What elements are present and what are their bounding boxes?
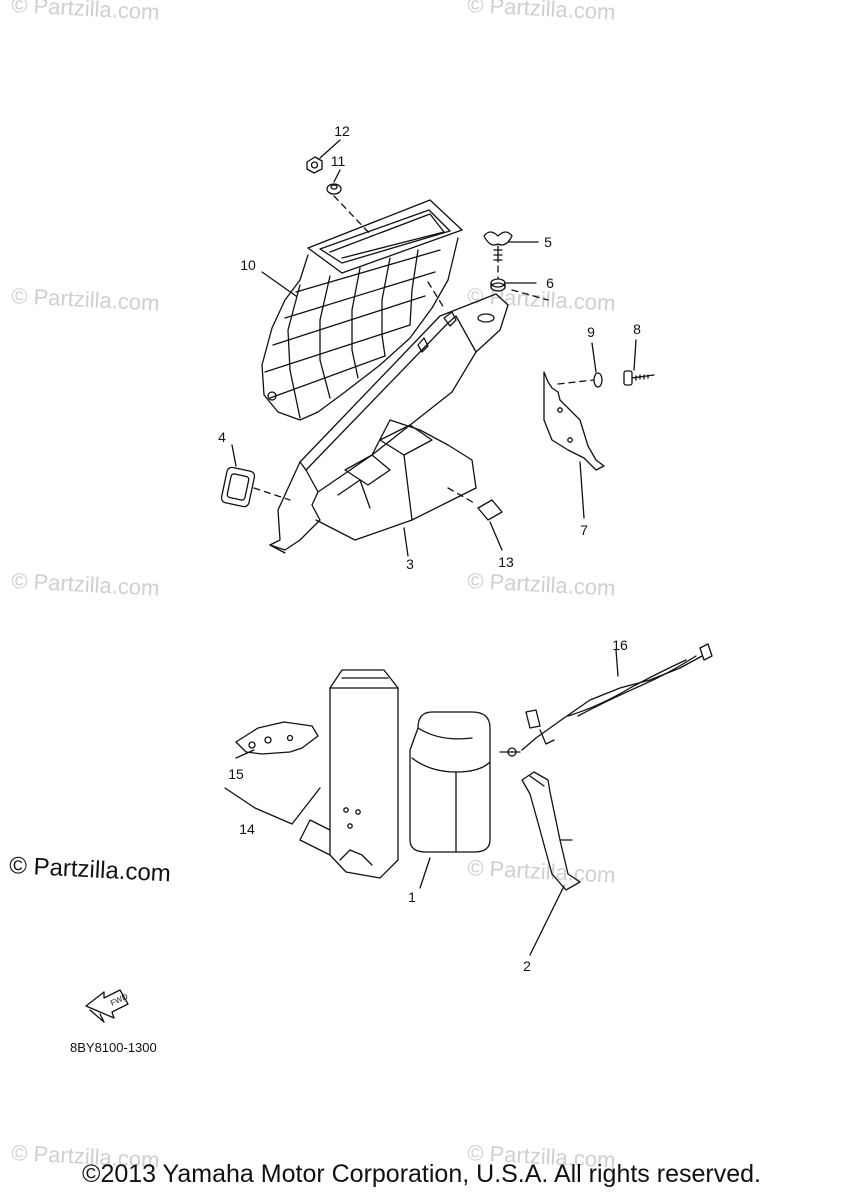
part-15-plate: [235, 721, 319, 755]
part-13-damper: [477, 499, 503, 521]
part-5-wing-bolt: [483, 231, 513, 263]
leader-lines: [224, 139, 637, 956]
callout-3: 3: [406, 556, 414, 572]
part-2-band: [521, 771, 581, 891]
callout-4: 4: [218, 429, 226, 445]
callout-5: 5: [544, 234, 552, 250]
callout-7: 7: [580, 522, 588, 538]
part-7-bracket: [543, 371, 605, 471]
drawing-code: 8BY8100-1300: [70, 1040, 157, 1055]
callout-16: 16: [612, 637, 628, 653]
callout-1: 1: [408, 889, 416, 905]
part-9-washer: [593, 372, 603, 388]
fwd-arrow: [85, 989, 129, 1023]
callout-9: 9: [587, 324, 595, 340]
callout-10: 10: [240, 257, 256, 273]
callout-13: 13: [498, 554, 514, 570]
part-16-cable: [499, 643, 713, 757]
part-6-collar: [490, 278, 506, 292]
callout-12: 12: [334, 123, 350, 139]
callout-2: 2: [523, 958, 531, 974]
copyright-notice: ©2013 Yamaha Motor Corporation, U.S.A. A…: [82, 1160, 761, 1188]
callout-8: 8: [633, 321, 641, 337]
part-14-battery-box: [299, 669, 399, 879]
callout-6: 6: [546, 275, 554, 291]
callout-14: 14: [239, 821, 255, 837]
part-3-case: [269, 293, 509, 554]
part-8-screw: [623, 370, 655, 386]
part-4-gasket: [220, 466, 256, 508]
part-11-grommet: [326, 183, 342, 195]
part-12-nut: [306, 156, 323, 174]
callout-11: 11: [330, 153, 346, 169]
part-10-air-duct: [261, 199, 463, 421]
part-1-battery: [409, 711, 491, 853]
callout-15: 15: [228, 766, 244, 782]
assembly-dashes: [253, 195, 595, 505]
